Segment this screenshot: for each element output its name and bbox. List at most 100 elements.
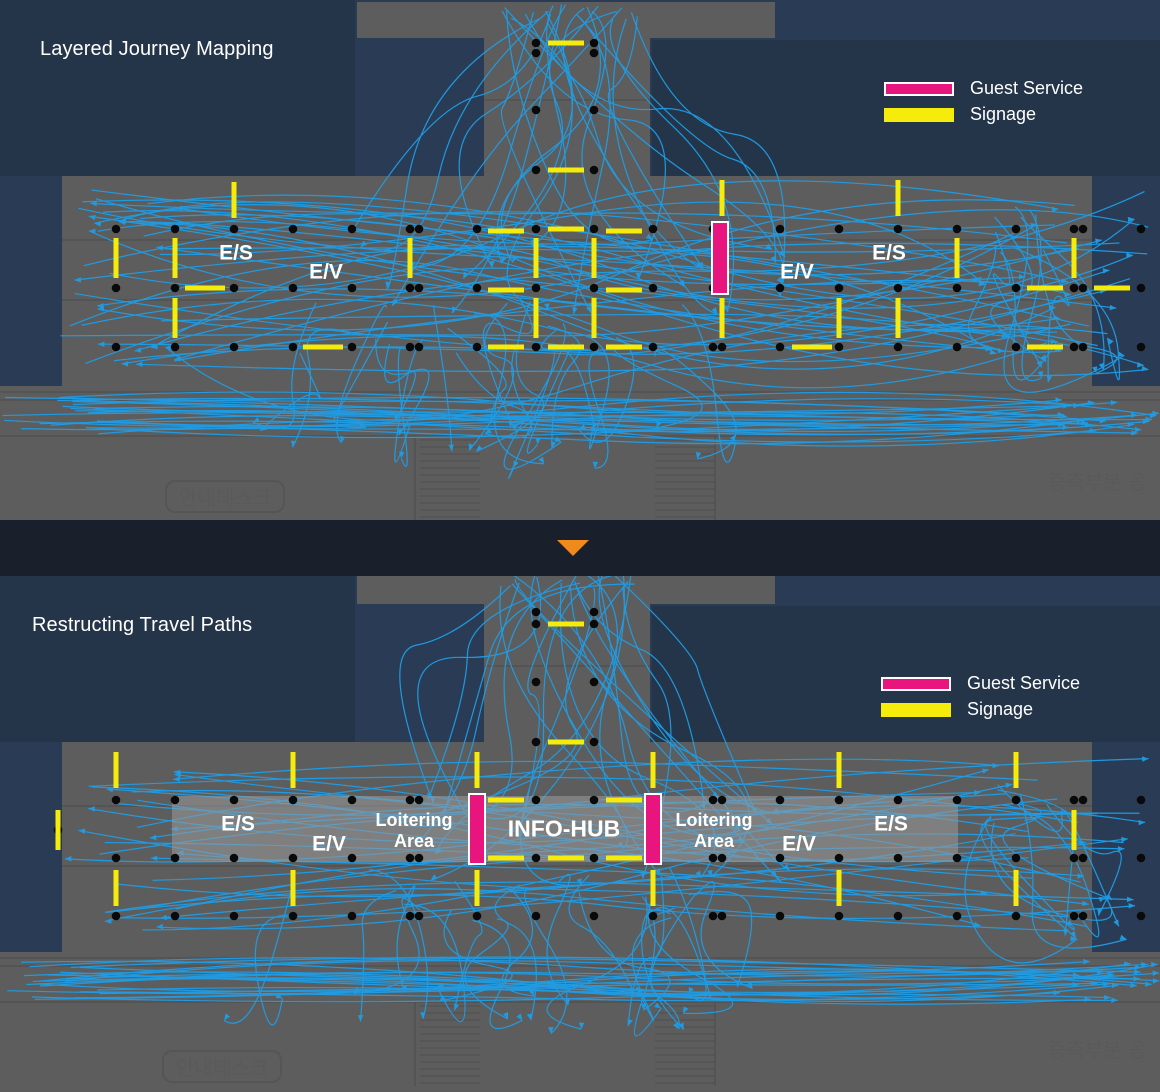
column-marker <box>405 283 415 293</box>
travel-path <box>578 892 671 1011</box>
travel-path <box>482 301 533 431</box>
signage-marker <box>548 167 584 173</box>
path-arrowhead <box>572 307 578 314</box>
travel-path <box>72 397 1153 421</box>
column-marker <box>717 795 727 805</box>
travel-path <box>134 191 1145 352</box>
column-marker <box>288 224 298 234</box>
travel-path <box>105 894 1136 920</box>
travel-path <box>95 198 1005 353</box>
path-arrowhead <box>1099 418 1107 424</box>
path-arrowhead <box>688 986 694 994</box>
travel-path <box>546 873 571 1006</box>
down-arrow-icon <box>557 540 589 556</box>
info-hub-zone <box>172 796 958 862</box>
path-arrowhead <box>1066 920 1073 927</box>
path-arrowhead <box>1141 365 1149 372</box>
path-arrowhead <box>260 425 268 431</box>
path-arrowhead <box>783 863 790 871</box>
signage-marker <box>407 238 413 278</box>
travel-path <box>511 583 783 884</box>
column-marker <box>347 795 357 805</box>
travel-path <box>967 245 1062 353</box>
signage-marker <box>548 739 584 745</box>
elevator-label: E/V <box>312 832 346 856</box>
column-marker <box>229 795 239 805</box>
travel-path <box>546 896 648 1030</box>
path-arrowhead <box>135 361 143 367</box>
path-arrowhead <box>586 305 592 313</box>
path-arrowhead <box>339 435 346 443</box>
column-marker <box>1078 283 1088 293</box>
signage-marker <box>1094 285 1130 291</box>
column-marker <box>834 853 844 863</box>
travel-path <box>654 348 737 460</box>
column-marker <box>1078 911 1088 921</box>
escalator-label: E/S <box>872 241 906 265</box>
column-marker <box>405 853 415 863</box>
path-arrowhead <box>1121 836 1128 843</box>
column-marker <box>111 342 121 352</box>
legend-guest-service-label: Guest Service <box>967 673 1081 693</box>
path-arrowhead <box>1098 896 1106 903</box>
path-arrowhead <box>104 918 112 924</box>
path-arrowhead <box>1046 375 1053 383</box>
path-arrowhead <box>1070 930 1076 938</box>
travel-path <box>432 305 453 452</box>
travel-path <box>359 889 397 1022</box>
travel-path <box>1013 247 1121 381</box>
signage-marker <box>113 238 119 278</box>
travel-path <box>472 919 523 1030</box>
path-arrowhead <box>1111 997 1118 1003</box>
path-arrowhead <box>589 425 595 433</box>
path-arrowhead <box>592 461 599 469</box>
path-arrowhead <box>88 806 95 812</box>
column-marker <box>170 342 180 352</box>
travel-path <box>668 866 707 1002</box>
path-arrowhead <box>476 445 483 452</box>
path-arrowhead <box>1130 982 1137 989</box>
path-arrowhead <box>1070 935 1078 942</box>
path-arrowhead <box>548 1027 554 1034</box>
path-arrowhead <box>1036 360 1042 368</box>
column-marker <box>111 853 121 863</box>
path-arrowhead <box>173 776 180 782</box>
travel-path <box>23 963 1158 996</box>
bottom-panel: Restructing Travel Paths Guest Service S… <box>0 576 1160 1092</box>
column-marker <box>775 342 785 352</box>
path-arrowhead <box>1141 756 1149 762</box>
column-marker <box>893 911 903 921</box>
column-marker <box>170 911 180 921</box>
signage-marker <box>113 752 119 788</box>
travel-path <box>39 401 1095 433</box>
column-marker <box>589 342 599 352</box>
signage-marker <box>1013 870 1019 906</box>
column-marker <box>531 283 541 293</box>
column-marker <box>952 911 962 921</box>
path-arrowhead <box>78 828 86 834</box>
column-marker <box>347 283 357 293</box>
signage-marker <box>488 855 524 861</box>
legend-guest-service-label: Guest Service <box>970 78 1084 98</box>
path-arrowhead <box>554 436 562 442</box>
path-arrowhead <box>513 460 519 468</box>
path-arrowhead <box>1102 268 1110 274</box>
path-arrowhead <box>765 243 773 250</box>
column-marker <box>589 283 599 293</box>
column-marker <box>347 911 357 921</box>
escalator-label: E/S <box>874 812 908 836</box>
path-arrowhead <box>1145 981 1152 987</box>
escalator-label: E/S <box>221 812 255 836</box>
path-arrowhead <box>973 921 981 928</box>
path-arrowhead <box>484 428 492 434</box>
column-marker <box>472 283 482 293</box>
travel-path <box>98 418 1138 435</box>
path-arrowhead <box>175 205 183 212</box>
loitering-area-label: Loitering Area <box>676 810 753 852</box>
column-marker <box>717 342 727 352</box>
path-arrowhead <box>1152 970 1160 976</box>
path-arrowhead <box>682 1006 689 1014</box>
travel-path <box>159 201 986 286</box>
travel-path <box>524 888 568 1035</box>
path-arrowhead <box>1131 430 1138 436</box>
